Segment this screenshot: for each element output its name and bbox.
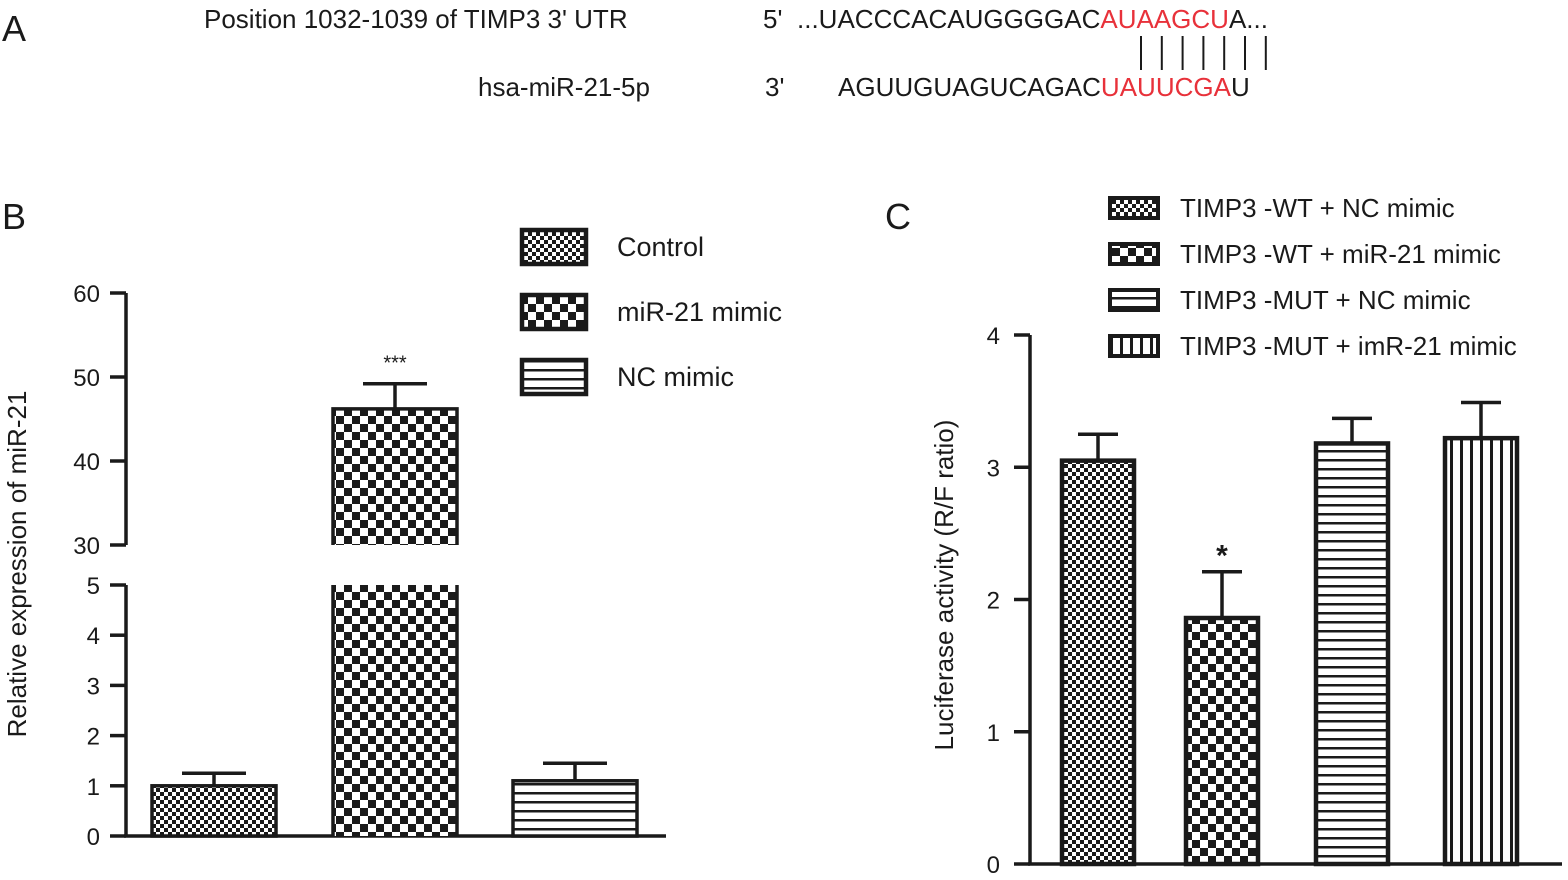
bar [1442,435,1520,867]
legend-swatch [519,357,589,397]
y-tick-label: 5 [87,573,100,600]
panel-letter-a: A [2,8,27,49]
utr-sequence-flank: ...UACCCACAUGGGGAC [797,4,1101,34]
mirna-name-label: hsa-miR-21-5p [478,72,650,102]
legend-swatch [1108,196,1160,220]
utr-five-prime-label: 5' [763,4,783,34]
bar [1183,615,1261,867]
legend-label: TIMP3 -WT + NC mimic [1180,193,1455,223]
legend-swatch [1108,242,1160,266]
mirna-seed-region: UAUUCGA [1100,72,1231,102]
y-tick-label: 40 [73,449,100,476]
mirna-sequence-flank: AGUUGUAGUCAGAC [838,72,1101,102]
y-tick-label: 3 [987,455,1000,482]
significance-marker: * [1216,540,1228,573]
utr-position-label: Position 1032-1039 of TIMP3 3' UTR [204,4,628,34]
utr-seed-match: AUAAGCU [1100,4,1229,34]
y-tick-label: 2 [87,724,100,751]
legend-label: miR-21 mimic [617,297,782,327]
mirna-three-prime-label: 3' [765,72,785,102]
legend-label: TIMP3 -WT + miR-21 mimic [1180,239,1501,269]
mirna-sequence: AGUUGUAGUCAGACUAUUCGAU [838,72,1250,103]
y-tick-label: 2 [987,588,1000,615]
y-tick-label: 60 [73,281,100,308]
y-tick-label: 1 [87,774,100,801]
legend-swatch [1108,288,1160,312]
y-tick-label: 50 [73,365,100,392]
legend-label: Control [617,232,704,262]
legend-swatch [519,227,589,267]
y-axis-label: Luciferase activity (R/F ratio) [929,420,959,751]
y-tick-label: 0 [987,852,1000,879]
panel-letter-b: B [2,196,27,237]
panel-letter-c: C [885,196,911,237]
legend-swatch [519,292,589,332]
y-tick-label: 30 [73,533,100,560]
legend-label: NC mimic [617,362,734,392]
bar [1313,441,1391,867]
bar-lower-segment [333,585,457,836]
legend-label: TIMP3 -MUT + imR-21 mimic [1180,331,1517,361]
utr-sequence: ...UACCCACAUGGGGACAUAAGCUA... [797,4,1268,35]
y-tick-label: 4 [87,623,100,650]
y-tick-label: 0 [87,824,100,851]
legend-label: TIMP3 -MUT + NC mimic [1180,285,1471,315]
legend-swatch [1108,334,1160,358]
y-tick-label: 3 [87,673,100,700]
bar-upper-segment [333,408,457,545]
y-tick-label: 4 [987,323,1000,350]
significance-marker: *** [383,353,407,375]
utr-sequence-tail: A... [1228,4,1268,34]
mirna-sequence-tail: U [1230,72,1250,102]
y-axis-label: Relative expression of miR-21 [2,391,32,738]
bar [1059,458,1137,867]
y-tick-label: 1 [987,720,1000,747]
